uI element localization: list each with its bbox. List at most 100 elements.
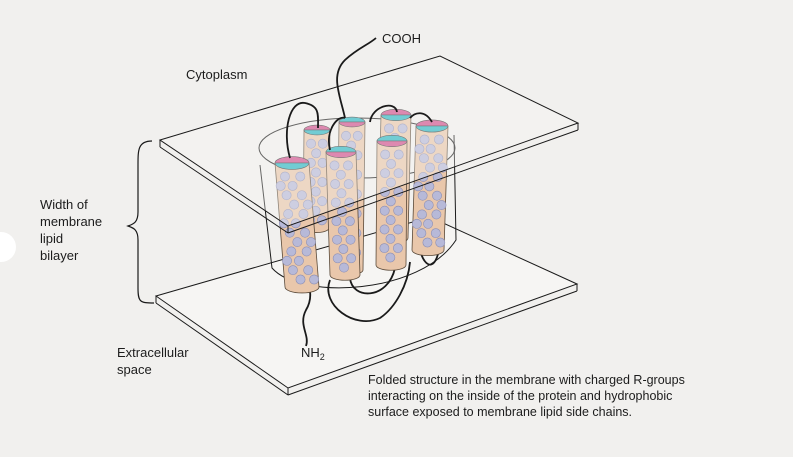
figure-caption: Folded structure in the membrane with ch… bbox=[368, 372, 788, 420]
amino-acid-residue bbox=[295, 171, 306, 182]
lower-loop-1 bbox=[349, 267, 396, 295]
amino-acid-residue bbox=[292, 237, 303, 247]
helix-cap-upper bbox=[338, 116, 366, 123]
amino-acid-residue bbox=[335, 169, 346, 180]
amino-acid-residue bbox=[281, 190, 292, 201]
amino-acid-residue bbox=[294, 255, 304, 266]
amino-acid-residue bbox=[338, 244, 349, 254]
upper-loop-4 bbox=[409, 112, 433, 123]
amino-acid-residue bbox=[392, 243, 403, 254]
punch-hole bbox=[0, 232, 16, 262]
amino-acid-residue bbox=[329, 160, 340, 171]
amino-acid-residue bbox=[339, 262, 349, 273]
amino-acid-residue bbox=[330, 197, 341, 208]
helix-cap-upper bbox=[415, 119, 449, 127]
amino-acid-residue bbox=[306, 237, 316, 247]
amino-acid-residue bbox=[417, 209, 427, 220]
amino-acid-residue bbox=[434, 134, 444, 145]
nh2-subscript: 2 bbox=[319, 352, 325, 362]
amino-acid-residue bbox=[311, 167, 321, 178]
amino-acid-residue bbox=[280, 171, 290, 182]
caption-line: interacting on the inside of the protein… bbox=[368, 389, 673, 403]
amino-acid-residue bbox=[432, 190, 442, 201]
amino-acid-residue bbox=[275, 180, 286, 191]
amino-acid-residue bbox=[317, 138, 328, 149]
bilayer-width-line: membrane bbox=[40, 214, 103, 229]
nh2-main: NH bbox=[301, 345, 320, 360]
protein-envelope bbox=[259, 134, 457, 289]
amino-acid-residue bbox=[300, 227, 310, 238]
bilayer-width-brace bbox=[126, 140, 155, 304]
helix-h6 bbox=[325, 146, 361, 281]
amino-acid-residue bbox=[414, 143, 425, 154]
amino-acid-residue bbox=[380, 168, 390, 179]
amino-acid-residue bbox=[341, 130, 351, 141]
amino-acid-residue bbox=[296, 190, 307, 201]
amino-acid-residue bbox=[425, 162, 435, 173]
bilayer-width-line: Width of bbox=[40, 197, 88, 212]
upper-loop-2 bbox=[328, 116, 346, 151]
amino-acid-residue bbox=[287, 180, 298, 191]
amino-acid-residue bbox=[435, 237, 446, 248]
amino-acid-residue bbox=[346, 253, 357, 264]
amino-acid-residue bbox=[302, 199, 313, 210]
extracellular-line: space bbox=[117, 362, 152, 377]
amino-acid-residue bbox=[301, 246, 312, 257]
helix-h7 bbox=[375, 135, 408, 271]
amino-acid-residue bbox=[345, 216, 355, 227]
amino-acid-residue bbox=[385, 233, 396, 244]
amino-acid-residue bbox=[306, 138, 316, 149]
amino-acid-residue bbox=[317, 215, 327, 226]
amino-acid-residue bbox=[352, 130, 363, 141]
helix-cap-lower bbox=[376, 140, 408, 147]
helix-cap-upper bbox=[376, 135, 408, 142]
amino-acid-residue bbox=[336, 188, 347, 199]
amino-acid-residue bbox=[298, 209, 309, 219]
bilayer-width-line: lipid bbox=[40, 231, 64, 246]
amino-acid-residue bbox=[295, 274, 306, 285]
amino-acid-residue bbox=[380, 149, 391, 160]
helix-cap-upper bbox=[325, 146, 357, 153]
amino-acid-residue bbox=[386, 177, 396, 188]
amino-acid-residue bbox=[425, 143, 436, 154]
amino-acid-residue bbox=[423, 218, 433, 229]
helix-cap-upper bbox=[380, 109, 412, 116]
cooh-label: COOH bbox=[382, 31, 421, 46]
amino-acid-residue bbox=[397, 123, 408, 134]
helix-cap-lower bbox=[274, 162, 310, 170]
cytoplasm-label: Cytoplasm bbox=[186, 67, 248, 82]
amino-acid-residue bbox=[431, 209, 442, 220]
amino-acid-residue bbox=[379, 205, 390, 216]
amino-acid-residue bbox=[379, 243, 390, 254]
amino-acid-residue bbox=[282, 255, 292, 266]
amino-acid-residue bbox=[393, 224, 403, 235]
amino-acid-residue bbox=[419, 153, 429, 164]
amino-acid-residue bbox=[393, 149, 404, 160]
amino-acid-residue bbox=[422, 237, 433, 248]
amino-acid-residue bbox=[430, 228, 441, 239]
helix-h5 bbox=[274, 156, 320, 294]
helix-cap-lower bbox=[338, 121, 366, 128]
extracellular-line: Extracellular bbox=[117, 345, 189, 360]
amino-acid-residue bbox=[385, 252, 396, 263]
amino-acid-residue bbox=[384, 123, 394, 134]
amino-acid-residue bbox=[332, 234, 342, 245]
caption-line: Folded structure in the membrane with ch… bbox=[368, 373, 685, 387]
amino-acid-residue bbox=[411, 218, 422, 229]
nh2-label: NH2 bbox=[301, 344, 325, 366]
amino-acid-residue bbox=[286, 246, 297, 257]
amino-acid-residue bbox=[332, 253, 343, 264]
amino-acid-residue bbox=[419, 134, 430, 145]
amino-acid-residue bbox=[289, 199, 300, 210]
helix-cap-upper bbox=[274, 156, 310, 164]
helix-cap-lower bbox=[325, 151, 357, 158]
amino-acid-residue bbox=[436, 200, 447, 210]
amino-acid-residue bbox=[303, 265, 314, 276]
amino-acid-residue bbox=[423, 200, 434, 210]
lower-loop-2 bbox=[327, 261, 411, 322]
amino-acid-residue bbox=[417, 190, 428, 201]
bilayer-width-line: bilayer bbox=[40, 248, 79, 263]
amino-acid-residue bbox=[393, 168, 404, 179]
helix-cap-lower bbox=[415, 125, 449, 133]
